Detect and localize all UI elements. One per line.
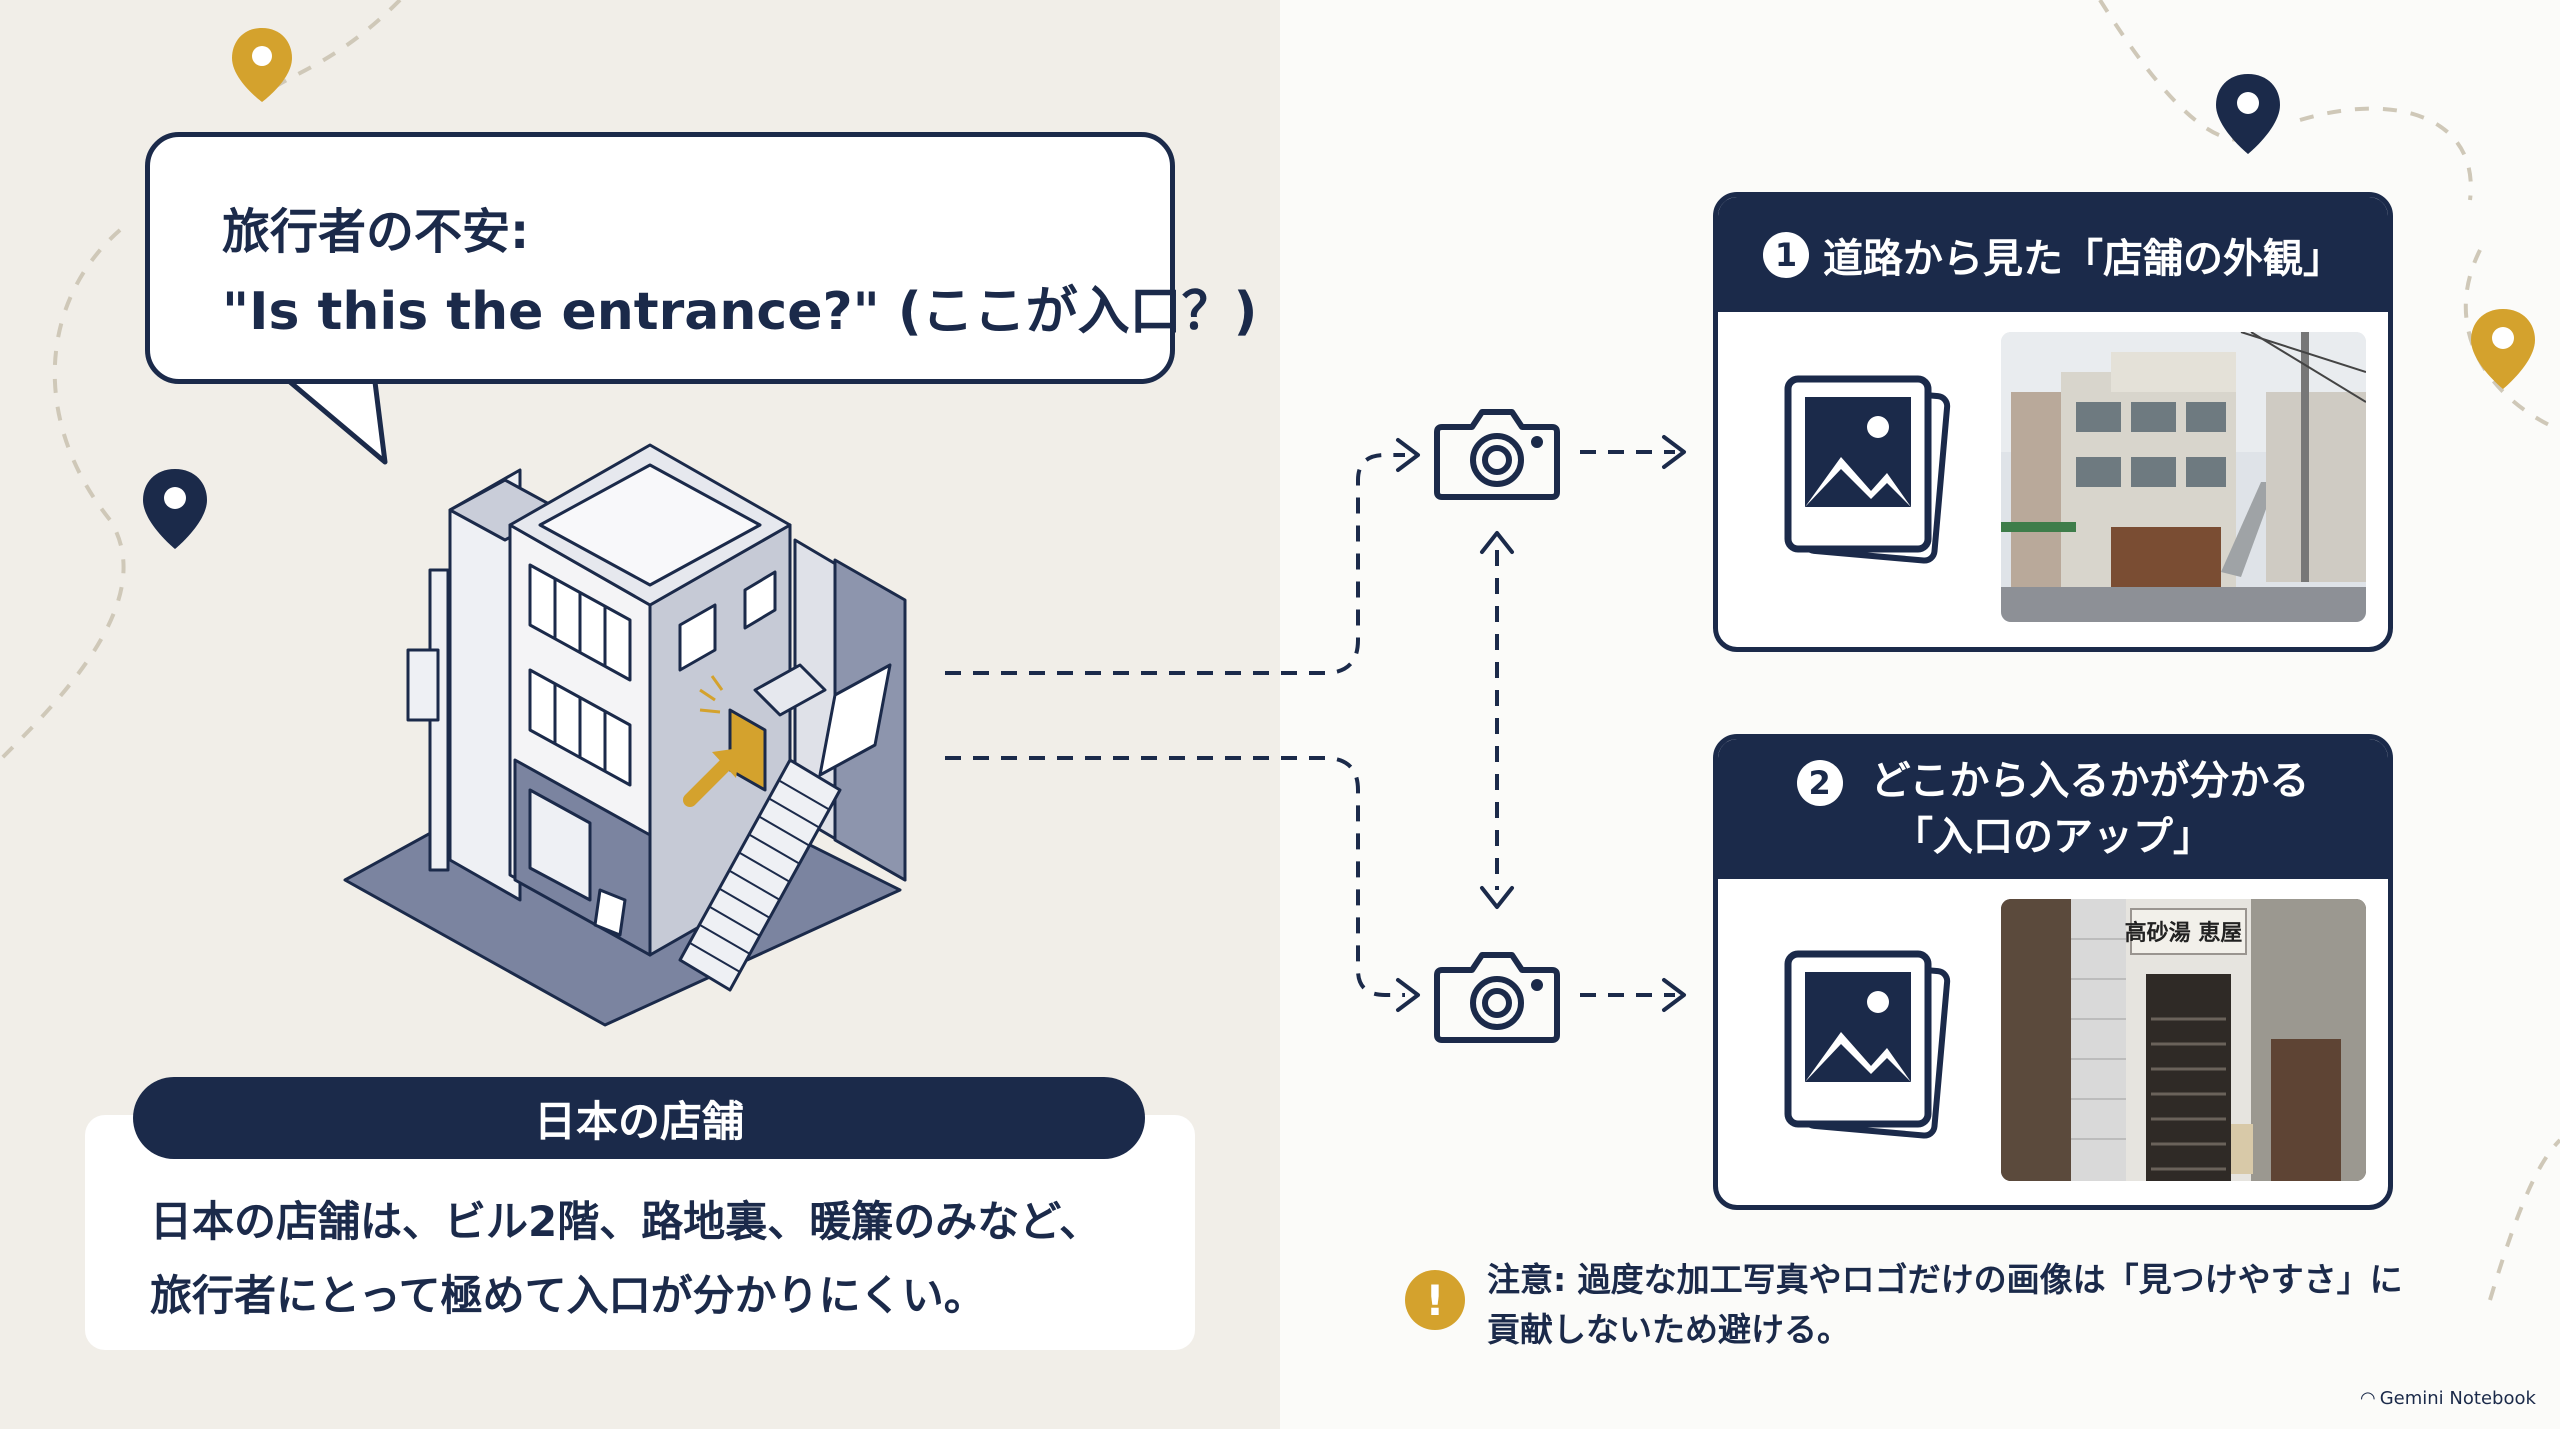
brand-label: Gemini Notebook	[2379, 1388, 2536, 1409]
step-number-badge: 1	[1763, 231, 1809, 278]
warning-icon: !	[1405, 1270, 1465, 1330]
store-section-title: 日本の店舗	[133, 1077, 1145, 1159]
warning-text: 注意: 過度な加工写真やロゴだけの画像は「見つけやすさ」に貢献しないため避ける。	[1487, 1260, 2403, 1349]
speech-line-worry: 旅行者の不安:	[222, 204, 530, 260]
photo-sign-text: 高砂湯 恵屋	[2124, 920, 2243, 946]
step-number-badge: 2	[1796, 760, 1843, 806]
gallery-icon	[1784, 950, 1951, 1139]
brand-watermark: ◠Gemini Notebook	[2360, 1388, 2536, 1409]
speech-line-question: "Is this the entrance?" (ここが入口？)	[222, 282, 1258, 342]
card-title: 道路から見た「店舗の外観」	[1823, 235, 2343, 282]
speech-bubble-tail	[288, 380, 388, 465]
gallery-icon	[1784, 375, 1951, 564]
camera-icon	[1434, 409, 1560, 500]
map-pin-icon	[2216, 74, 2280, 154]
arrowheads	[1396, 435, 1686, 1012]
map-pin-icon	[232, 28, 292, 102]
brand-logo-icon: ◠	[2360, 1388, 2376, 1409]
store-description-line: 日本の店舗は、ビル2階、路地裏、暖簾のみなど、	[150, 1197, 1102, 1246]
card-exterior-view: 1 道路から見た「店舗の外観」	[1713, 192, 2393, 652]
card-title-line: 「入口のアップ」	[1893, 814, 2213, 860]
card-header: 1 道路から見た「店舗の外観」	[1718, 197, 2388, 312]
storefront-exterior-photo	[2001, 332, 2366, 622]
store-description: 日本の店舗は、ビル2階、路地裏、暖簾のみなど、 旅行者にとって極めて入口が分かり…	[150, 1185, 1101, 1333]
building-illustration	[343, 443, 907, 1027]
entrance-closeup-photo: 高砂湯 恵屋	[2001, 899, 2366, 1181]
entrance-highlight-arrow	[683, 675, 740, 807]
store-description-line: 旅行者にとって極めて入口が分かりにくい。	[150, 1271, 986, 1320]
card-title-line: どこから入るかが分かる	[1870, 758, 2310, 804]
speech-bubble: 旅行者の不安: "Is this the entrance?" (ここが入口？)	[145, 132, 1257, 384]
map-pin-icon	[2471, 309, 2535, 389]
camera-icon	[1434, 952, 1560, 1043]
card-entrance-closeup: 2 どこから入るかが分かる 「入口のアップ」	[1713, 734, 2393, 1210]
connector-lines	[945, 450, 1675, 997]
card-header: 2 どこから入るかが分かる 「入口のアップ」	[1718, 739, 2388, 879]
map-pin-icon	[143, 469, 207, 549]
